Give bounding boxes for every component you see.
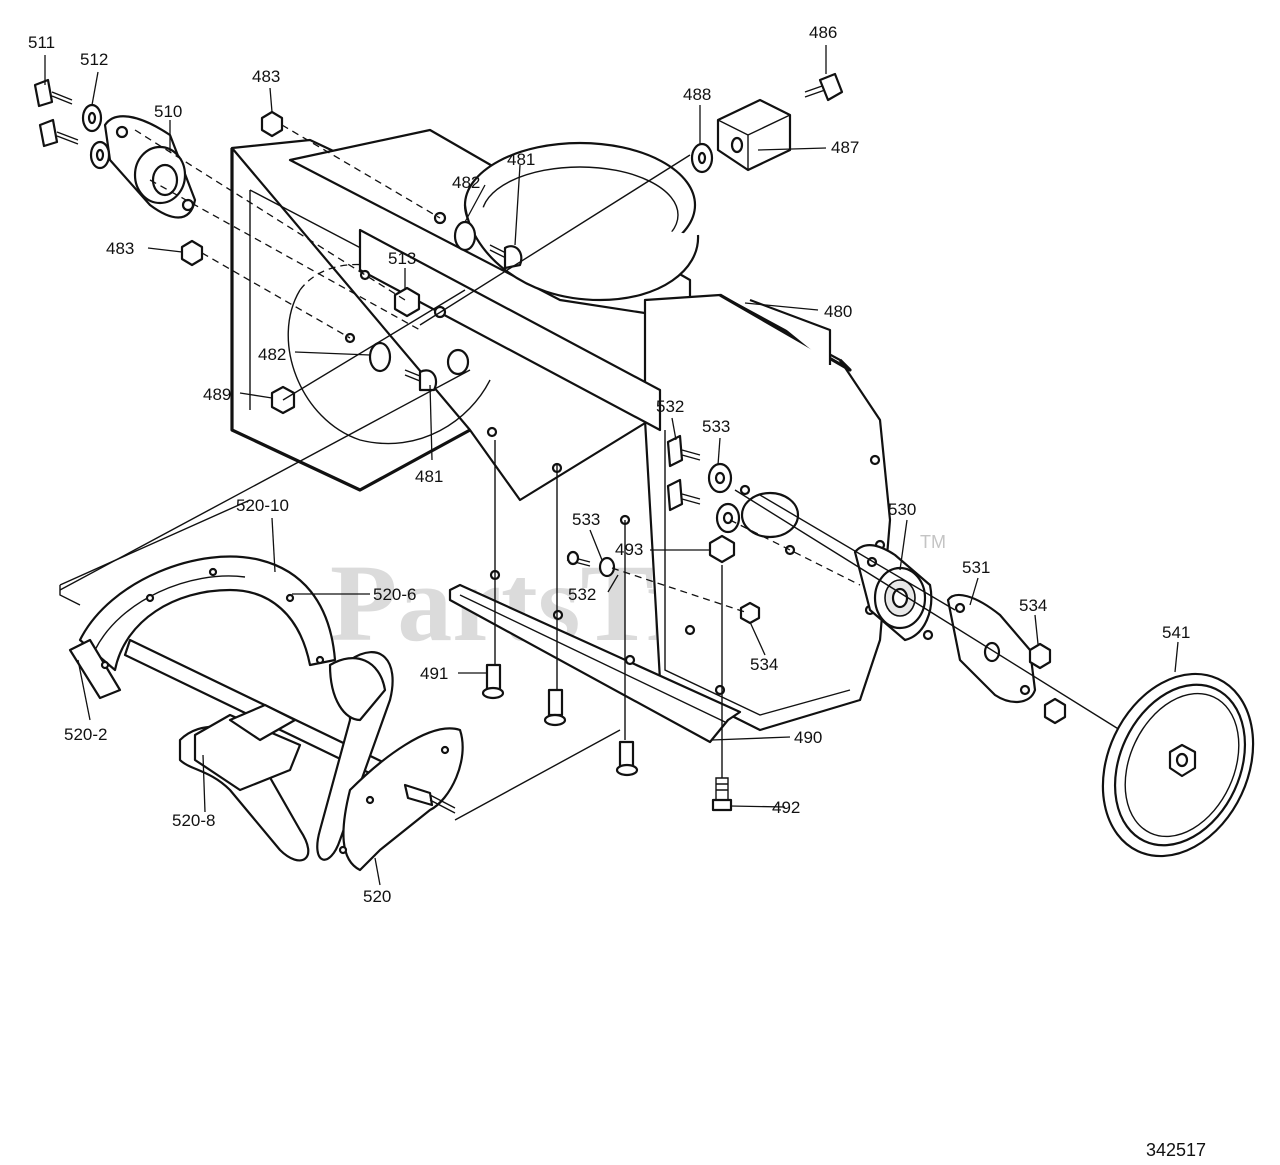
nut-483-left [180, 239, 204, 267]
label-482-top[interactable]: 482 [452, 173, 480, 192]
dash-line [149, 179, 421, 331]
label-481-top[interactable]: 481 [507, 150, 535, 169]
watermark-tm: TM [920, 532, 946, 552]
auger-housing [230, 128, 892, 732]
label-487[interactable]: 487 [831, 138, 859, 157]
label-481-bottom[interactable]: 481 [415, 467, 443, 486]
washer-482-left [368, 341, 392, 373]
label-493[interactable]: 493 [615, 540, 643, 559]
dash-line [201, 252, 351, 339]
assembly-line [419, 154, 691, 326]
label-513[interactable]: 513 [388, 249, 416, 268]
auger-assembly-520 [68, 555, 464, 872]
bolt-486 [804, 72, 844, 102]
label-483-top[interactable]: 483 [252, 67, 280, 86]
bracket-487 [716, 98, 792, 172]
label-511[interactable]: 511 [28, 33, 55, 52]
nut-513 [393, 286, 421, 318]
label-520-2[interactable]: 520-2 [64, 725, 107, 744]
assembly-line [734, 489, 1121, 731]
washer-512 [81, 103, 111, 170]
pulley-541 [1101, 672, 1255, 858]
bolt-511 [33, 78, 79, 148]
label-486[interactable]: 486 [809, 23, 837, 42]
label-534-upper[interactable]: 534 [1019, 596, 1047, 615]
dash-line [729, 519, 861, 586]
washer-488 [690, 142, 714, 174]
label-520-10[interactable]: 520-10 [236, 496, 289, 515]
flange-plate-531 [946, 593, 1037, 703]
label-490[interactable]: 490 [794, 728, 822, 747]
dash-line [134, 129, 406, 301]
label-530[interactable]: 530 [888, 500, 916, 519]
label-480[interactable]: 480 [824, 302, 852, 321]
label-534-lower[interactable]: 534 [750, 655, 778, 674]
washer-533-lower [598, 556, 616, 578]
assembly-line [282, 289, 466, 401]
label-512[interactable]: 512 [80, 50, 108, 69]
leader-lines [44, 45, 1179, 886]
label-533-lower[interactable]: 533 [572, 510, 600, 529]
assembly-line [759, 494, 956, 611]
label-532-upper[interactable]: 532 [656, 397, 684, 416]
bolt-532-lower [566, 550, 591, 567]
label-492[interactable]: 492 [772, 798, 800, 817]
washer-533-upper [707, 462, 741, 534]
assembly-outline [59, 499, 621, 821]
label-482-left[interactable]: 482 [258, 345, 286, 364]
label-488[interactable]: 488 [683, 85, 711, 104]
label-532-lower[interactable]: 532 [568, 585, 596, 604]
bolt-532-upper [666, 434, 701, 512]
washer-482-top [453, 220, 477, 252]
label-531[interactable]: 531 [962, 558, 990, 577]
bolt-492 [711, 777, 733, 812]
label-520-6[interactable]: 520-6 [373, 585, 416, 604]
label-541[interactable]: 541 [1162, 623, 1190, 642]
label-533-upper[interactable]: 533 [702, 417, 730, 436]
nut-493 [708, 534, 736, 564]
carriage-bolt-491 [481, 663, 639, 777]
nut-534-right [1043, 697, 1067, 725]
scraper-bar-490 [448, 440, 742, 778]
label-489[interactable]: 489 [203, 385, 231, 404]
nut-483-top [260, 110, 284, 138]
label-520[interactable]: 520 [363, 887, 391, 906]
dash-line [281, 124, 441, 219]
nut-534-upper [1028, 642, 1052, 670]
label-491[interactable]: 491 [420, 664, 448, 683]
bolt-481-top [489, 244, 523, 270]
assembly-line [59, 369, 471, 591]
drawing-number: 342517 [1146, 1140, 1206, 1160]
label-510[interactable]: 510 [154, 102, 182, 121]
label-520-8[interactable]: 520-8 [172, 811, 215, 830]
bearing-flange-510 [103, 115, 197, 219]
nut-534-lower [739, 601, 761, 625]
bearing-530 [853, 543, 934, 642]
label-483-left[interactable]: 483 [106, 239, 134, 258]
